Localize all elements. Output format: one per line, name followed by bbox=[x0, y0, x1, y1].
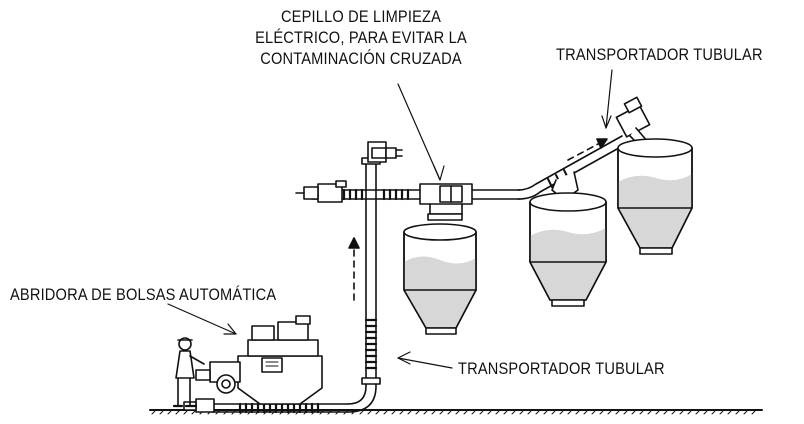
cleaning-brush-label-line-2: ELÉCTRICO, PARA EVITAR LA bbox=[255, 28, 467, 47]
vertical-tubular-conveyor bbox=[347, 141, 403, 413]
cleaning-brush-label: CEPILLO DE LIMPIEZA ELÉCTRICO, PARA EVIT… bbox=[228, 6, 495, 69]
operator-figure bbox=[172, 337, 205, 408]
silo-middle bbox=[529, 192, 607, 307]
tubular-conveyor-bottom-label: TRANSPORTADOR TUBULAR bbox=[458, 359, 665, 378]
silo-right bbox=[617, 138, 693, 255]
top-horizontal-conveyor bbox=[295, 180, 521, 203]
bag-opener-machine bbox=[195, 315, 323, 405]
cleaning-brush-housing bbox=[419, 183, 473, 221]
leader-lines bbox=[167, 69, 613, 369]
bag-opener-label: ABRIDORA DE BOLSAS AUTOMÁTICA bbox=[10, 285, 277, 304]
flow-arrow-up bbox=[348, 237, 360, 301]
cleaning-brush-label-line-1: CEPILLO DE LIMPIEZA bbox=[280, 7, 442, 26]
silo-left bbox=[403, 223, 477, 335]
tubular-conveyor-top-label: TRANSPORTADOR TUBULAR bbox=[556, 45, 763, 64]
cleaning-brush-label-line-3: CONTAMINACIÓN CRUZADA bbox=[260, 49, 462, 68]
